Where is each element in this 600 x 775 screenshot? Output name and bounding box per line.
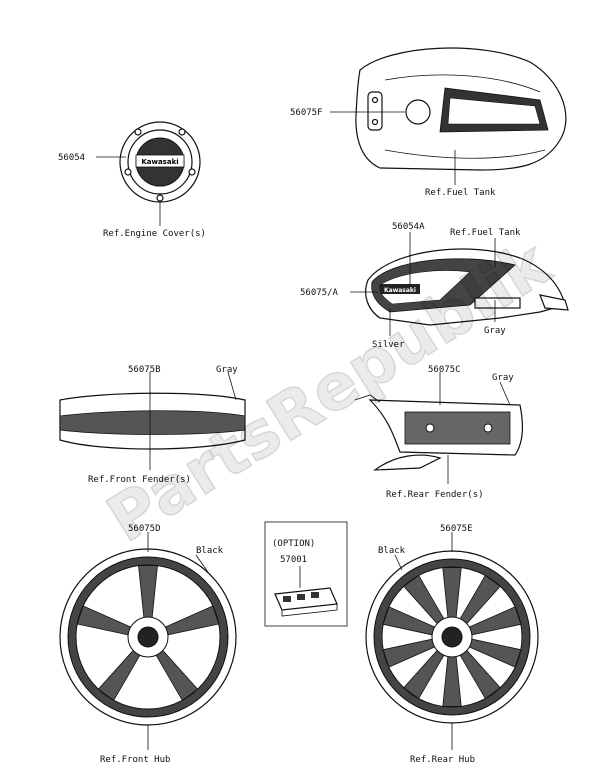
label-56075E: 56075E bbox=[440, 524, 473, 534]
label-gray-rear-fender: Gray bbox=[492, 373, 514, 383]
label-gray-tank: Gray bbox=[484, 326, 506, 336]
label-black-front: Black bbox=[196, 546, 224, 556]
fuel-tank-side[interactable]: Kawasaki bbox=[365, 248, 569, 326]
label-56054: 56054 bbox=[58, 153, 85, 163]
label-ref-fuel-tank-side: Ref.Fuel Tank bbox=[450, 228, 521, 238]
label-56075B: 56075B bbox=[128, 365, 161, 375]
emblem-logo-text: Kawasaki bbox=[141, 158, 178, 166]
front-wheel[interactable] bbox=[59, 548, 237, 726]
label-56075C: 56075C bbox=[428, 365, 461, 375]
fuel-tank-top[interactable] bbox=[355, 47, 567, 171]
label-ref-rear-hub: Ref.Rear Hub bbox=[410, 755, 475, 765]
rear-wheel[interactable] bbox=[365, 550, 539, 724]
label-ref-front-fender: Ref.Front Fender(s) bbox=[88, 475, 191, 485]
label-ref-fuel-tank-top: Ref.Fuel Tank bbox=[425, 188, 496, 198]
label-gray-front-fender: Gray bbox=[216, 365, 238, 375]
label-ref-front-hub: Ref.Front Hub bbox=[100, 755, 170, 765]
label-56075F: 56075F bbox=[290, 108, 323, 118]
engine-cover-emblem[interactable]: Kawasaki bbox=[119, 121, 201, 203]
label-ref-rear-fender: Ref.Rear Fender(s) bbox=[386, 490, 484, 500]
rear-fender[interactable] bbox=[354, 394, 524, 471]
tank-emblem-text: Kawasaki bbox=[384, 287, 416, 294]
label-ref-engine-cover: Ref.Engine Cover(s) bbox=[103, 229, 206, 239]
label-57001: 57001 bbox=[280, 555, 307, 565]
label-silver: Silver bbox=[372, 340, 405, 350]
label-56075D: 56075D bbox=[128, 524, 161, 534]
label-black-rear: Black bbox=[378, 546, 406, 556]
option-box bbox=[264, 521, 348, 627]
part-57001[interactable] bbox=[274, 587, 338, 617]
label-56054A: 56054A bbox=[392, 222, 425, 232]
label-56075A: 56075/A bbox=[300, 288, 339, 298]
front-fender[interactable] bbox=[59, 392, 246, 452]
label-option: (OPTION) bbox=[272, 539, 315, 549]
watermark: PartsRepublik bbox=[95, 226, 564, 557]
